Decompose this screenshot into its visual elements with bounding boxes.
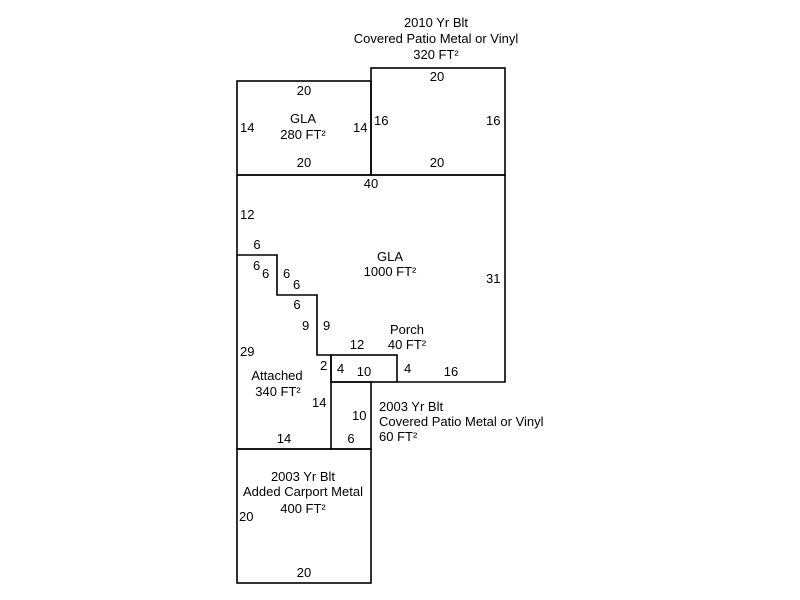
patio-top-type: Covered Patio Metal or Vinyl (354, 31, 519, 46)
patio-small-area: 60 FT² (379, 429, 418, 444)
gla-small-label: GLA (290, 111, 316, 126)
dim-label: 6 (293, 297, 300, 312)
dim-label: 40 (364, 176, 378, 191)
carport-type: Added Carport Metal (243, 484, 363, 499)
dim-label: 4 (337, 361, 344, 376)
dim-label: 10 (357, 364, 371, 379)
patio-top-year: 2010 Yr Blt (404, 15, 468, 30)
gla-stair-edge (236, 175, 331, 356)
dim-label: 20 (297, 565, 311, 580)
dim-label: 12 (240, 207, 254, 222)
dim-label: 10 (352, 408, 366, 423)
dim-label: 20 (430, 155, 444, 170)
dim-label: 20 (239, 509, 253, 524)
attached-label: Attached (251, 368, 302, 383)
dim-label: 6 (262, 266, 269, 281)
dim-label: 20 (430, 69, 444, 84)
porch-area: 40 FT² (388, 337, 427, 352)
dim-label: 20 (297, 83, 311, 98)
carport-year: 2003 Yr Blt (271, 469, 335, 484)
patio-small-type: Covered Patio Metal or Vinyl (379, 414, 544, 429)
dim-label: 9 (323, 318, 330, 333)
dim-label: 6 (283, 266, 290, 281)
dim-label: 14 (277, 431, 291, 446)
dim-label: 6 (253, 237, 260, 252)
dim-label: 16 (486, 113, 500, 128)
dim-label: 29 (240, 344, 254, 359)
dim-label: 20 (297, 155, 311, 170)
gla-main-label: GLA (377, 249, 403, 264)
gla-small-area: 280 FT² (280, 127, 326, 142)
gla-main-outline (237, 174, 506, 383)
carport-outline (236, 448, 372, 584)
gla-main-area: 1000 FT² (364, 264, 417, 279)
dim-label: 14 (312, 395, 326, 410)
dim-label: 14 (353, 120, 367, 135)
carport-area: 400 FT² (280, 501, 326, 516)
dim-label: 2 (320, 358, 327, 373)
dim-label: 9 (302, 318, 309, 333)
dim-label: 31 (486, 271, 500, 286)
dim-label: 14 (240, 120, 254, 135)
dim-label: 16 (444, 364, 458, 379)
porch-label: Porch (390, 322, 424, 337)
dim-label: 16 (374, 113, 388, 128)
dim-label: 6 (293, 277, 300, 292)
dim-label: 6 (347, 431, 354, 446)
patio-top-area: 320 FT² (413, 47, 459, 62)
attached-area: 340 FT² (255, 384, 301, 399)
dim-label: 12 (350, 337, 364, 352)
dim-label: 6 (253, 258, 260, 273)
patio-small-year: 2003 Yr Blt (379, 399, 443, 414)
dim-label: 4 (404, 361, 411, 376)
